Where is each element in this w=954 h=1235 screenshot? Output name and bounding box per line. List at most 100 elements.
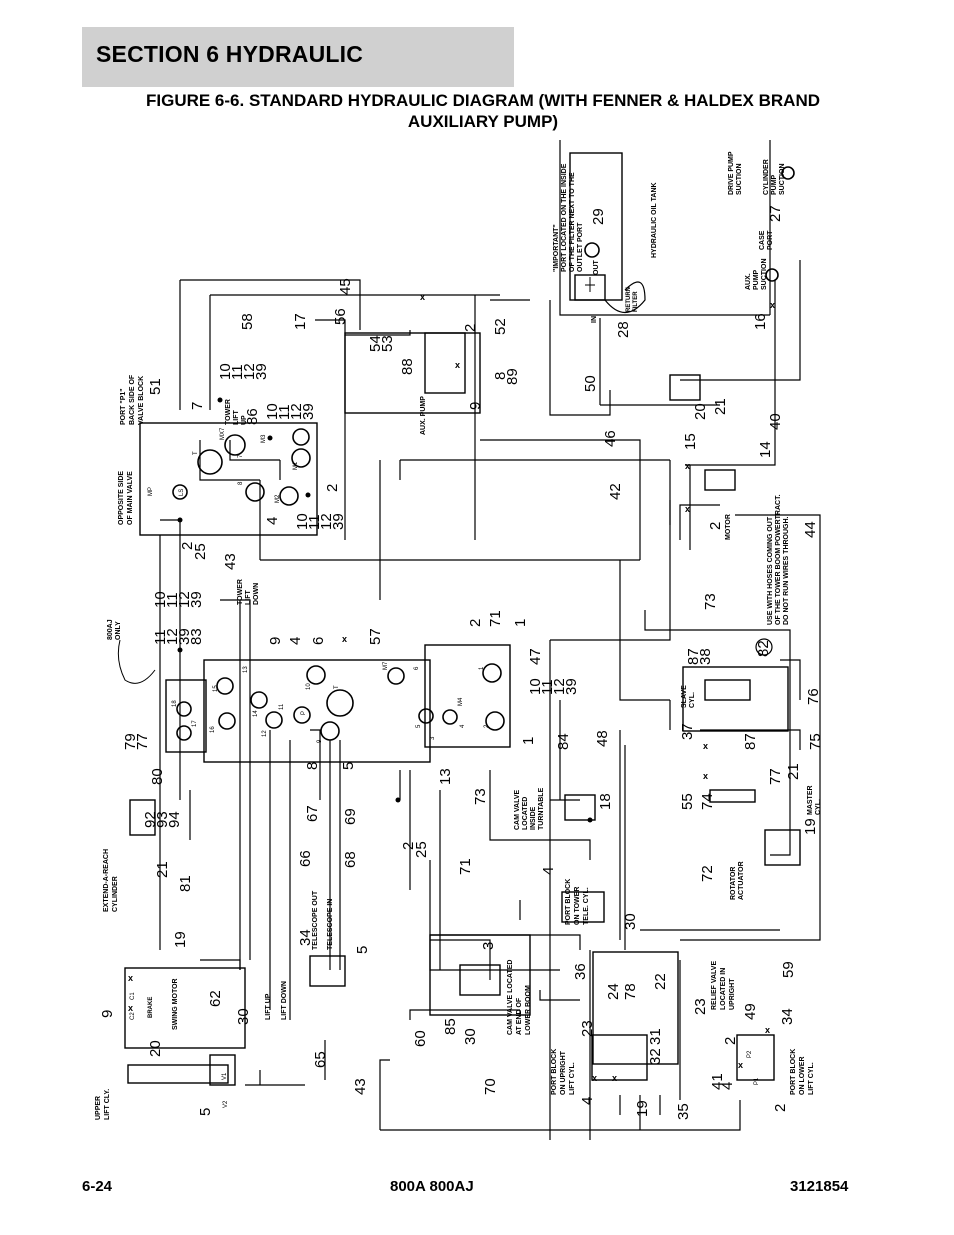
cam-valve-lower-boom-frame [429, 934, 531, 1016]
label-extend-reach: EXTEND-A-REACH CYLINDER [103, 847, 119, 912]
callout-67: 67 [304, 805, 321, 822]
callout-group-87-38: 87 38 [685, 644, 714, 665]
port-fittings [172, 166, 795, 741]
port-v2: V2 [223, 1100, 229, 1108]
callout-62: 62 [207, 990, 224, 1007]
callout-4-lower-cyl: 4 [719, 1082, 736, 1090]
callout-75: 75 [807, 733, 824, 750]
callout-54: 54 [367, 335, 384, 352]
callout-25-center: 25 [413, 841, 430, 858]
callout-25-left: 25 [192, 543, 209, 560]
label-drive-pump: DRIVE PUMP SUCTION [728, 150, 743, 195]
callout-20-upper-lift: 20 [147, 1040, 164, 1057]
port-12: 12 [262, 730, 268, 737]
callout-41: 41 [709, 1073, 726, 1090]
callout-52: 52 [492, 318, 509, 335]
callout-34-lower-cyl: 34 [779, 1008, 796, 1025]
port-14: 14 [253, 710, 259, 717]
callout-24: 24 [605, 983, 622, 1000]
document-number: 3121854 [790, 1178, 849, 1195]
figure-title-line-2: AUXILIARY PUMP) [407, 112, 559, 131]
callout-59: 59 [780, 961, 797, 978]
callout-45: 45 [337, 278, 354, 295]
port-7: 7 [238, 454, 244, 458]
callout-46: 46 [602, 430, 619, 447]
svg-text:x: x [685, 461, 690, 471]
port-c1: C1 [130, 992, 136, 1000]
callout-9-pump: 9 [467, 402, 484, 410]
label-cylinder-pump: CYLINDER PUMP SUCTION [763, 157, 786, 195]
cam-valve-turntable [564, 794, 596, 821]
port-6: 6 [414, 666, 420, 670]
master-cylinder [709, 789, 756, 803]
port-15: 15 [213, 685, 219, 692]
callout-47: 47 [527, 648, 544, 665]
callout-74: 74 [699, 793, 716, 810]
svg-text:x: x [703, 771, 708, 781]
figure-title: FIGURE 6-6. STANDARD HYDRAULIC DIAGRAM (… [95, 90, 871, 132]
page-number: 6-24 [82, 1178, 113, 1195]
callout-8-pump: 8 [492, 372, 509, 380]
port-t-lower: T [334, 685, 340, 689]
label-rotator-actuator: ROTATOR ACTUATOR [730, 861, 745, 900]
callout-44: 44 [802, 521, 819, 538]
section-title: SECTION 6 HYDRAULIC [96, 41, 364, 67]
callout-3: 3 [480, 942, 497, 950]
filter-arrow-icon [585, 277, 595, 292]
svg-text:x: x [128, 1003, 133, 1013]
callout-5-upper-lift: 5 [197, 1108, 214, 1116]
label-aux-pump: AUX. PUMP [420, 396, 427, 435]
callout-89: 89 [504, 368, 521, 385]
callout-73-upper: 73 [702, 593, 719, 610]
label-relief-valve: RELIEF VALVE LOCATED IN UPRIGHT [711, 959, 736, 1010]
callout-36: 36 [572, 963, 589, 980]
label-tower-lift-down: TOWER LIFT DOWN [237, 577, 260, 605]
label-return-filter: RETURN FILTER [626, 285, 639, 312]
callout-group-10-11-12-39-b: 10 11 12 39 [264, 399, 317, 420]
callout-29: 29 [590, 208, 607, 225]
callout-21-extend: 21 [154, 861, 171, 878]
port-p2: P2 [747, 1050, 753, 1058]
callout-2-lower-cyl: 2 [722, 1037, 739, 1045]
port-ls: LS [179, 489, 185, 496]
model-number: 800A 800AJ [390, 1178, 474, 1195]
extend-reach-valve [165, 679, 207, 753]
port-c2: C2 [130, 1012, 136, 1020]
callout-88: 88 [399, 358, 416, 375]
label-800aj-only: 800AJ ONLY [107, 617, 122, 640]
section-header-band [82, 27, 514, 87]
svg-text:x: x [455, 360, 460, 370]
port-block-upright [591, 1034, 648, 1081]
callout-55: 55 [679, 793, 696, 810]
label-aux-suction: AUX. PUMP SUCTION [745, 259, 768, 291]
port-m7: M7 [383, 661, 389, 670]
port-v1: V1 [222, 1072, 228, 1080]
port-11: 11 [279, 703, 285, 710]
port-8: 8 [238, 481, 244, 485]
callout-80: 80 [149, 768, 166, 785]
port-block-tower [561, 891, 605, 923]
callout-48: 48 [594, 730, 611, 747]
callout-86: 86 [244, 408, 261, 425]
callout-78: 78 [622, 983, 639, 1000]
callout-19-upright: 19 [634, 1100, 651, 1117]
callout-50: 50 [582, 375, 599, 392]
svg-text:x: x [128, 973, 133, 983]
callout-17: 17 [292, 313, 309, 330]
callout-73-lower: 73 [472, 788, 489, 805]
callout-35: 35 [675, 1103, 692, 1120]
callout-76: 76 [805, 688, 822, 705]
callout-7: 7 [189, 402, 206, 410]
label-port-block-upright: PORT BLOCK ON UPRIGHT LIFT CYL. [551, 1047, 576, 1095]
slave-cylinder-frame [682, 666, 789, 732]
callout-14: 14 [757, 441, 774, 458]
port-10: 10 [306, 683, 312, 690]
rotated-labels: "IMPORTANT" PORT LOCATED ON THE INSIDE O… [95, 150, 822, 1120]
callout-5-lower: 5 [340, 762, 357, 770]
callout-34-tele: 34 [297, 929, 314, 946]
callout-72: 72 [699, 865, 716, 882]
callout-23-relief: 23 [692, 998, 709, 1015]
label-lift-up: LIFT UP [265, 993, 272, 1020]
callout-56: 56 [332, 308, 349, 325]
tank-valve [669, 374, 701, 401]
